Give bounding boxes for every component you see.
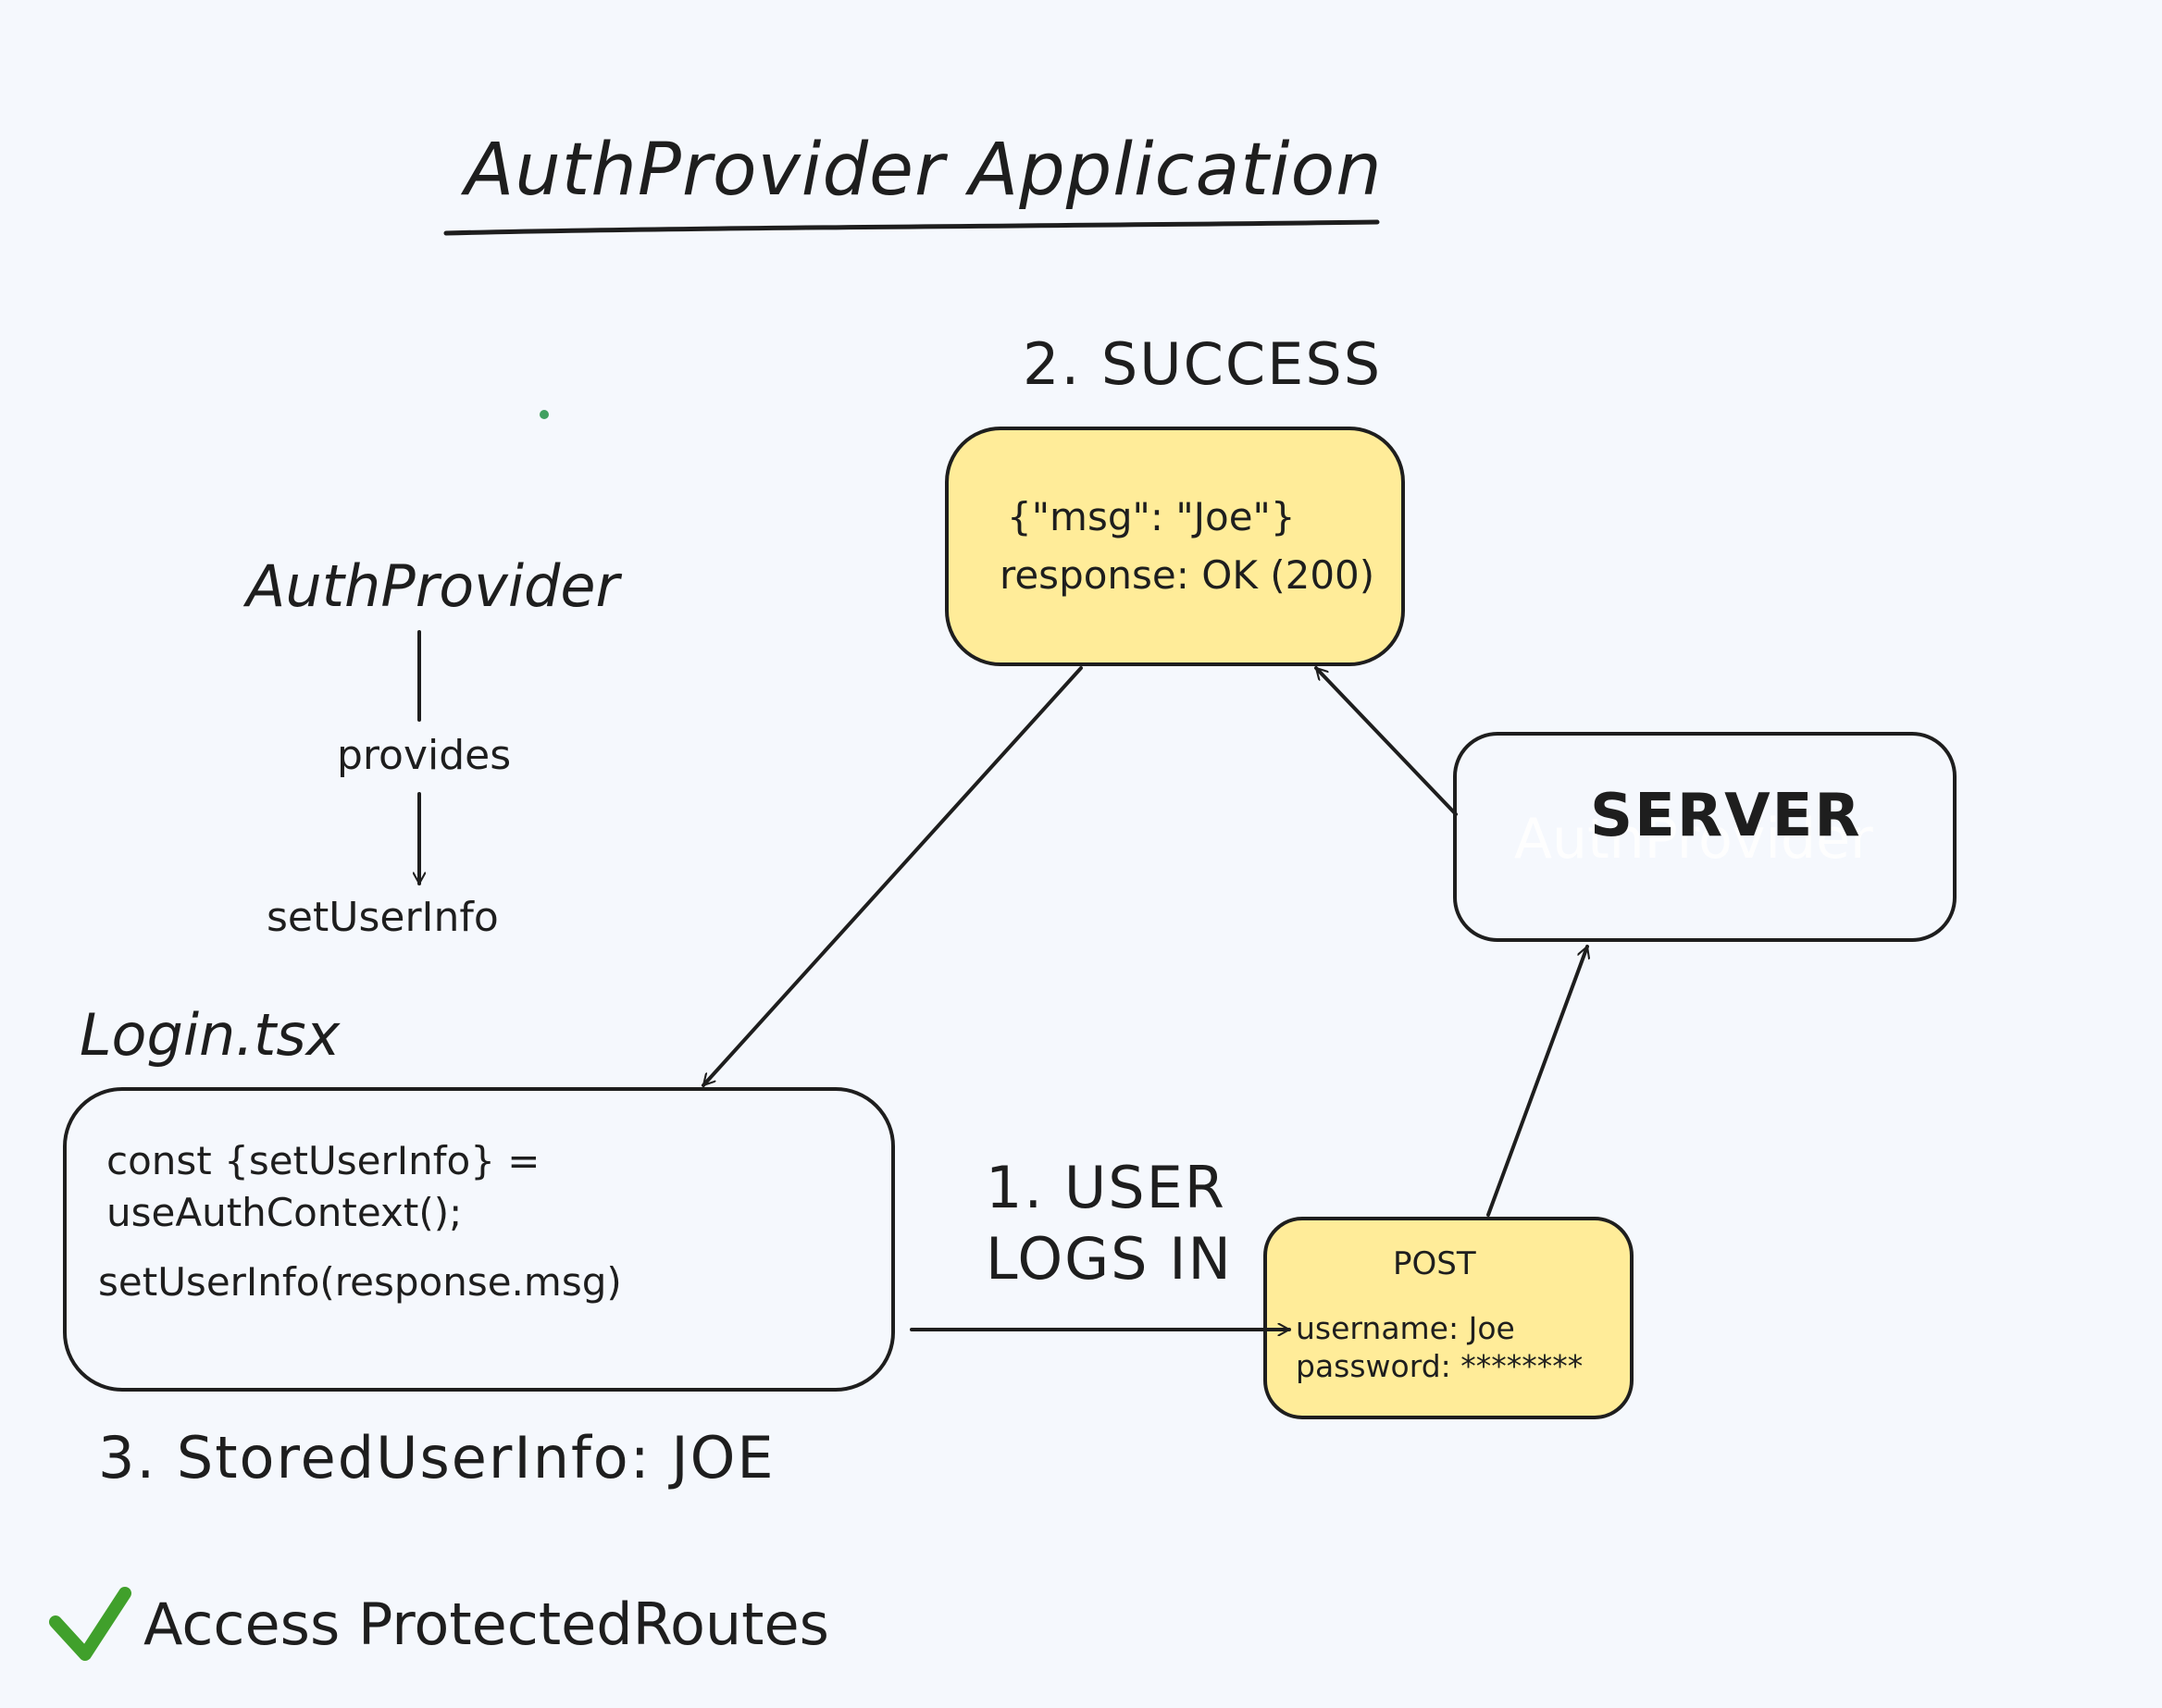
response-box xyxy=(945,427,1405,666)
post-method: POST xyxy=(1393,1245,1476,1282)
post-username: username: Joe xyxy=(1296,1310,1515,1346)
check-icon xyxy=(49,1587,131,1661)
step-stored-user-info: 3. StoredUserInfo: JOE xyxy=(98,1424,776,1491)
green-dot xyxy=(540,410,549,419)
provider-name: AuthProvider xyxy=(246,552,620,620)
login-filename: Login.tsx xyxy=(80,1001,341,1069)
step-success: 2. SUCCESS xyxy=(1023,330,1383,398)
diagram-title: AuthProvider Application xyxy=(465,129,1383,212)
access-label: Access ProtectedRoutes xyxy=(143,1590,829,1658)
server-faint-label: AuthProvider xyxy=(1514,807,1873,872)
title-underline xyxy=(443,219,1380,236)
server-to-success-arrow xyxy=(1314,666,1458,816)
server-box xyxy=(1453,732,1957,942)
post-box xyxy=(1263,1217,1634,1419)
login-code-line2: useAuthContext(); xyxy=(106,1190,463,1235)
post-password: password: ******** xyxy=(1296,1348,1584,1384)
step-user-logs-in-line1: 1. USER xyxy=(986,1154,1226,1221)
provider-target: setUserInfo xyxy=(267,894,499,941)
login-code-line3: setUserInfo(response.msg) xyxy=(98,1259,622,1305)
response-status: response: OK (200) xyxy=(1000,552,1375,598)
post-to-server-arrow xyxy=(1486,947,1587,1217)
provides-label: provides xyxy=(337,732,512,779)
success-to-login-arrow xyxy=(702,666,1083,1087)
response-msg: {"msg": "Joe"} xyxy=(1007,494,1296,539)
step-user-logs-in-line2: LOGS IN xyxy=(986,1225,1233,1293)
server-label: SERVER xyxy=(1590,782,1862,850)
login-box xyxy=(63,1087,895,1392)
login-code-line1: const {setUserInfo} = xyxy=(106,1138,540,1183)
